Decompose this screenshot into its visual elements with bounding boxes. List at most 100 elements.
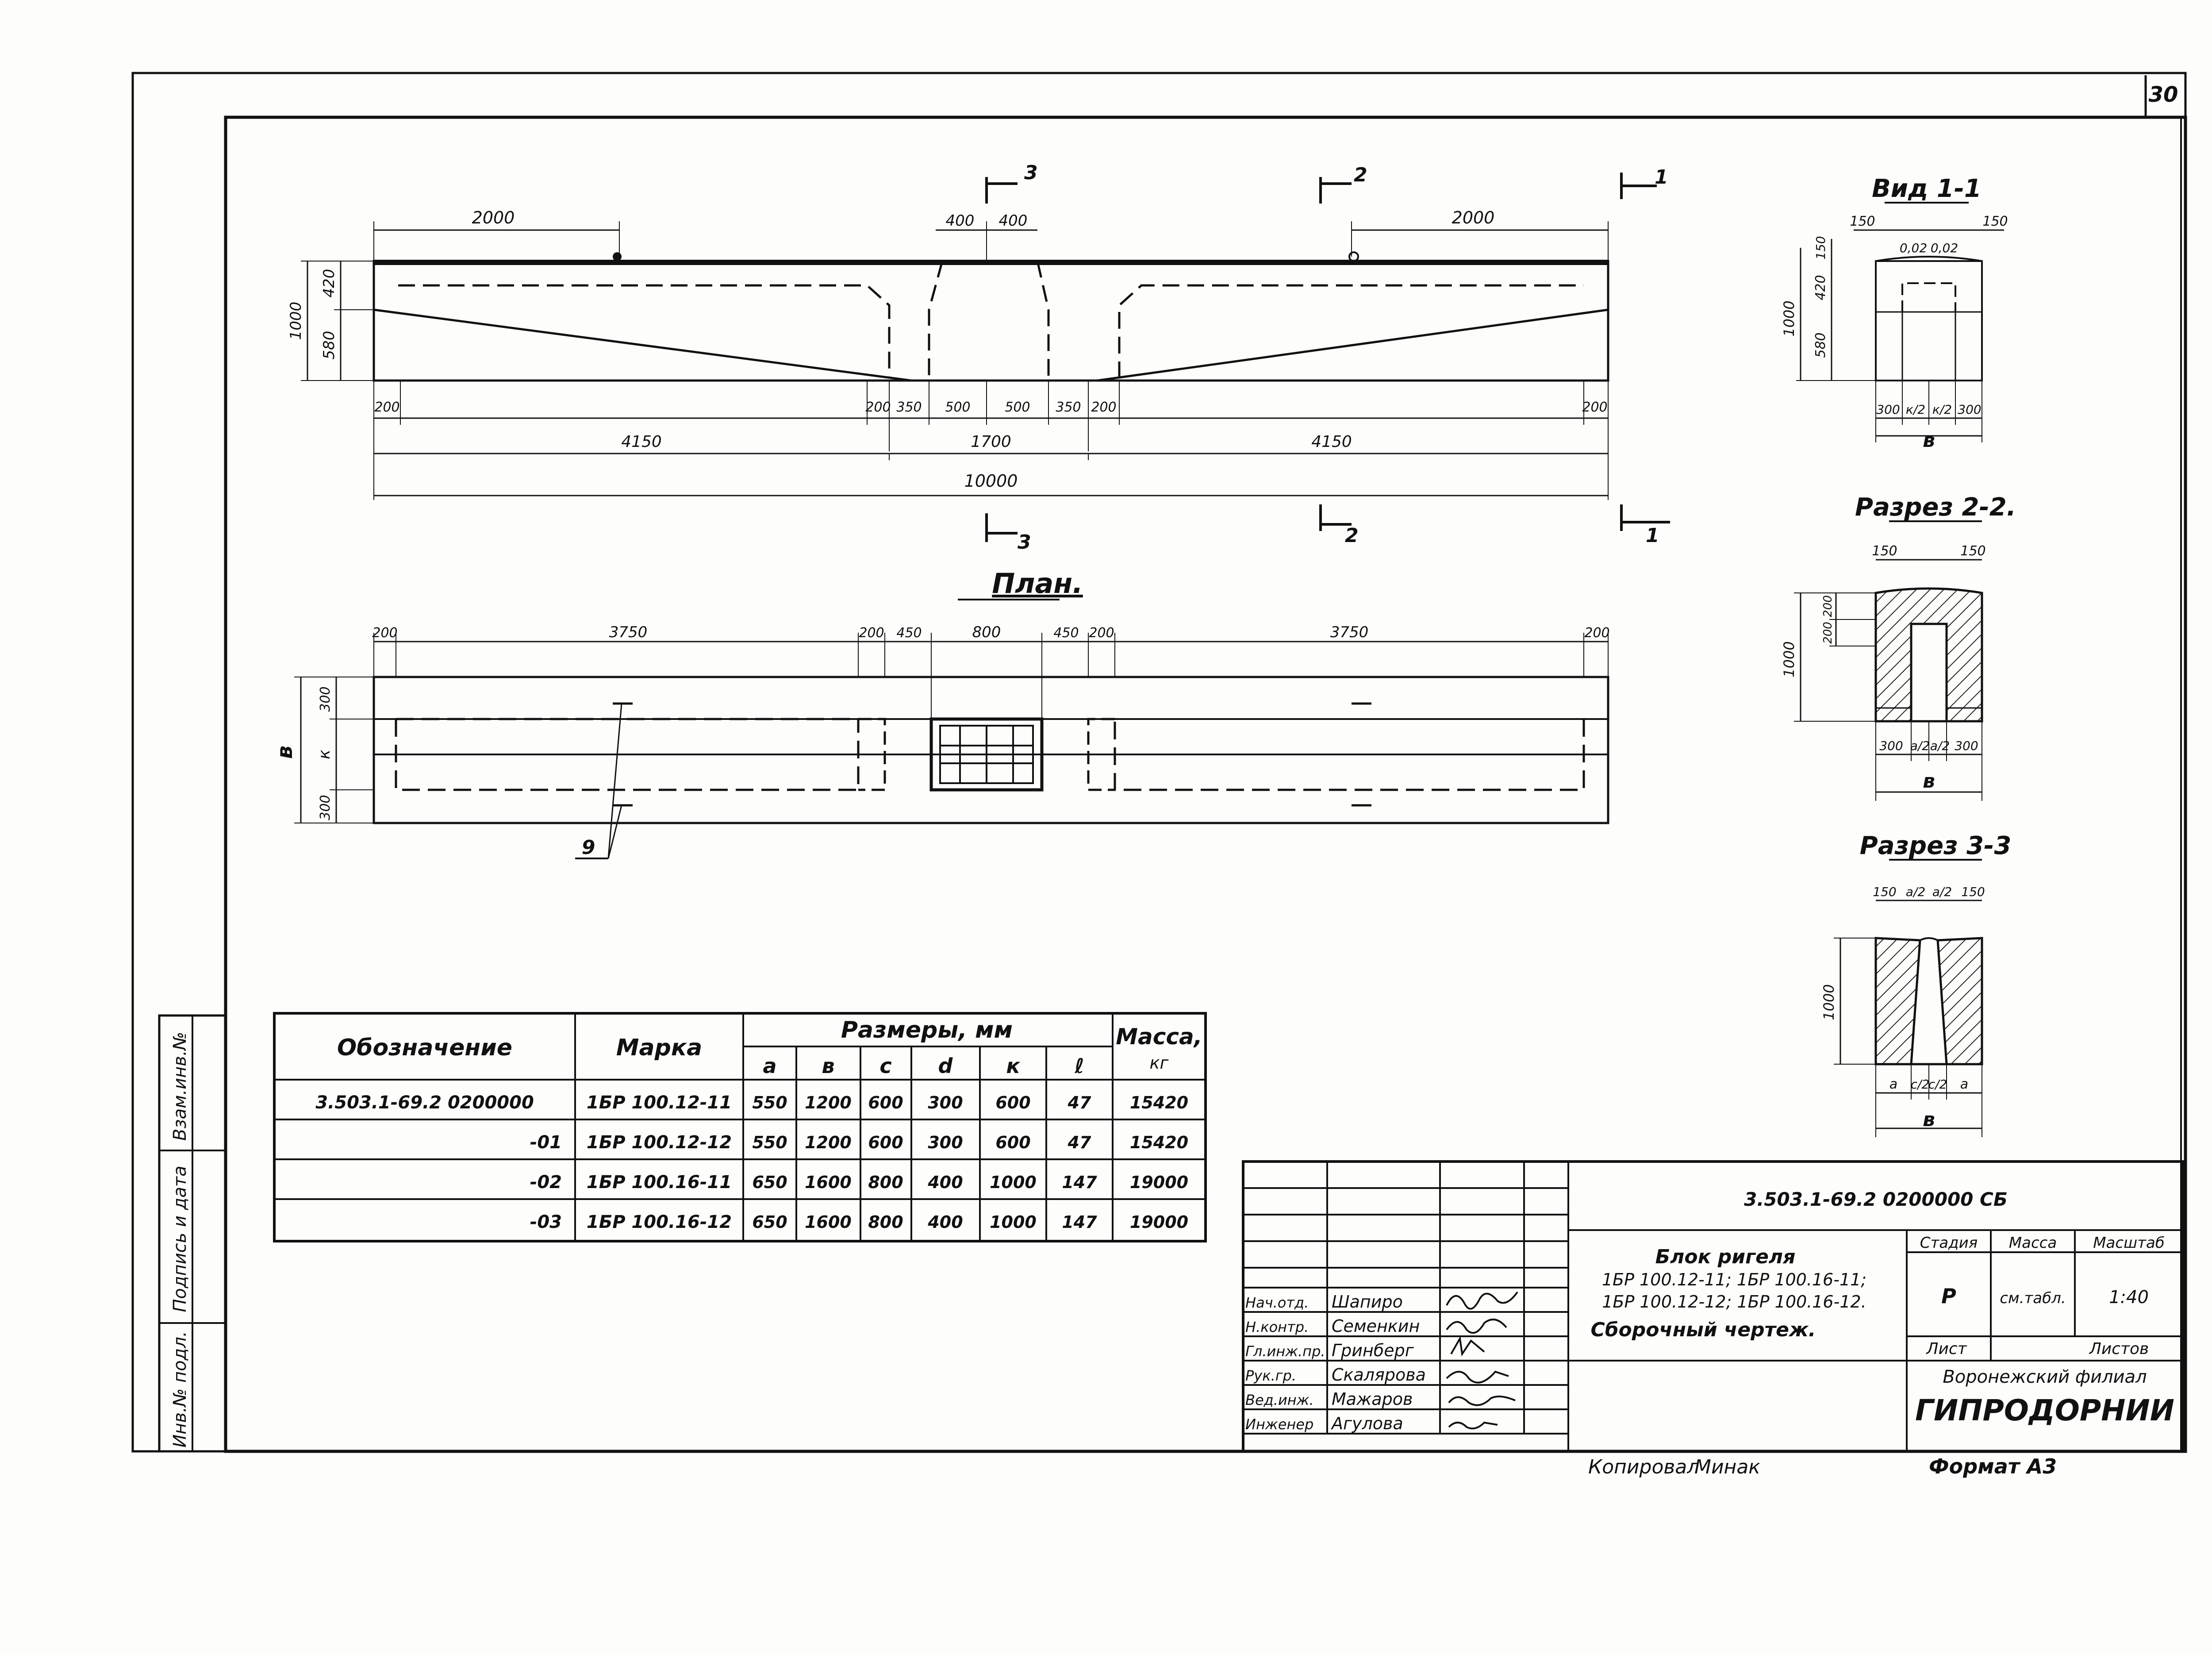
table-row: 3.503.1-69.2 0200000 1БР 100.12-11 550 1…: [315, 1092, 1188, 1113]
sheets-label: Листов: [2089, 1340, 2149, 1358]
cell-a: 650: [752, 1212, 787, 1232]
view11-dim-top-0: 150: [1850, 214, 1875, 229]
cell-k: 1000: [990, 1173, 1037, 1192]
view11-dim-top-2: 0,02: [1931, 241, 1958, 255]
plan-dim-3: 450: [896, 625, 922, 641]
elevation-view: 2000 2000 400 400 1000 420 580 200 4150 …: [287, 162, 1670, 554]
title-block: 3.503.1-69.2 0200000 СБ Блок ригеля 1БР …: [1242, 1160, 2185, 1478]
dim-height-top: 420: [320, 269, 338, 298]
cell-mass: 15420: [1130, 1093, 1188, 1112]
role-name: Семенкин: [1332, 1316, 1420, 1336]
sec22-dim-left-0: 1000: [1781, 641, 1797, 677]
sheet-number: 30: [2149, 82, 2178, 107]
th-col-l: ℓ: [1074, 1054, 1084, 1078]
plan-title: План.: [992, 567, 1083, 600]
cell-l: 147: [1062, 1212, 1097, 1232]
th-designation: Обозначение: [337, 1035, 512, 1061]
list-item: Рук.гр. Скалярова: [1245, 1365, 1426, 1385]
dim-center-b: 400: [999, 212, 1028, 230]
copied-name: Минак: [1694, 1456, 1760, 1478]
sec22-bottom-label: в: [1923, 770, 1935, 792]
role-name: Гринберг: [1332, 1341, 1414, 1360]
role-name: Шапиро: [1332, 1292, 1403, 1312]
sec22-dim-top-1: 150: [1960, 543, 1985, 559]
name-line-3: Сборочный чертеж.: [1591, 1319, 1816, 1341]
sec33-dim-bot-1: с/2: [1911, 1077, 1930, 1092]
plan-side-dim-0: 300: [318, 686, 333, 712]
dim-top-left: 2000: [472, 208, 515, 227]
signatures: [1446, 1291, 1518, 1430]
section-mark-3-top: 3: [1024, 162, 1038, 184]
th-col-d: d: [938, 1054, 953, 1078]
sec33-dim-top-1: а/2: [1906, 885, 1925, 899]
view-1-1: Вид 1-1 150 0,02 0,02 150 1000 150 420 5…: [1781, 174, 2008, 452]
spec-table: Обозначение Марка Размеры, мм Масса, кг …: [273, 1012, 1207, 1242]
th-col-b: в: [822, 1054, 834, 1078]
callout-9: 9: [582, 836, 595, 859]
cell-c: 600: [868, 1093, 903, 1112]
cell-designation: 3.503.1-69.2 0200000: [315, 1092, 534, 1113]
section-2-2: Разрез 2-2. 150 150 1000 200 200 300 а/2…: [1781, 493, 2016, 801]
cell-mass: 15420: [1130, 1133, 1188, 1152]
dim-height-total: 1000: [287, 302, 305, 340]
name-line-1: 1БР 100.12-11; 1БР 100.16-11;: [1602, 1270, 1866, 1289]
view11-dim-bot-2: к/2: [1932, 402, 1952, 417]
sec22-dim-left-1: 200: [1821, 595, 1835, 617]
copied-label: Копировал: [1588, 1456, 1699, 1478]
sec33-bottom-label: в: [1923, 1108, 1935, 1131]
section-3-3-title: Разрез 3-3: [1860, 831, 2012, 860]
scale-value: 1:40: [2109, 1287, 2149, 1308]
cell-mark: 1БР 100.16-12: [587, 1212, 732, 1232]
section-mark-2-bottom: 2: [1345, 524, 1359, 547]
cell-designation: -03: [530, 1212, 562, 1232]
sec33-dim-left-0: 1000: [1820, 984, 1837, 1020]
plan-dim-0: 200: [372, 625, 397, 641]
plan-dim-2: 200: [859, 625, 884, 641]
dim-center-a: 400: [946, 212, 975, 230]
stamp-replacement-inv: Взам.инв.№: [170, 1032, 190, 1141]
role-label: Гл.инж.пр.: [1245, 1343, 1325, 1360]
plan-dim-5: 450: [1053, 625, 1079, 641]
cell-a: 650: [752, 1173, 787, 1192]
th-col-a: а: [763, 1054, 776, 1078]
list-item: Инженер Агулова: [1245, 1414, 1403, 1433]
cell-k: 1000: [990, 1212, 1037, 1232]
cell-d: 300: [928, 1093, 963, 1112]
th-mass: Масса,: [1116, 1024, 1202, 1050]
table-row: -02 1БР 100.16-11 650 1600 800 400 1000 …: [530, 1172, 1188, 1192]
plan-dim-8: 200: [1584, 625, 1609, 641]
dim-bottom-2: 200: [865, 400, 891, 415]
dim-bottom-7: 200: [1091, 400, 1116, 415]
view11-dim-top-3: 150: [1982, 214, 2008, 229]
view-1-1-title: Вид 1-1: [1872, 174, 1982, 203]
dim-bottom-8: 4150: [1311, 433, 1352, 451]
plan-side-dim-1: к: [315, 750, 334, 759]
dim-bottom-6: 350: [1056, 400, 1081, 415]
sec22-dim-bot-2: а/2: [1930, 739, 1950, 753]
view11-dim-left-1: 150: [1813, 236, 1828, 259]
dim-bottom-0: 200: [374, 400, 399, 415]
cell-b: 1200: [805, 1133, 852, 1152]
role-name: Агулова: [1330, 1414, 1403, 1433]
th-mass-unit: кг: [1150, 1053, 1169, 1073]
plan-dim-7: 3750: [1330, 623, 1369, 641]
cell-k: 600: [995, 1133, 1030, 1152]
sec33-dim-bot-3: а: [1960, 1077, 1968, 1092]
dim-bottom-3: 350: [896, 400, 922, 415]
plan-dim-1: 3750: [609, 623, 648, 641]
view11-dim-bot-0: 300: [1876, 402, 1900, 417]
dim-bottom-9: 200: [1582, 400, 1607, 415]
cell-mark: 1БР 100.12-12: [587, 1132, 732, 1153]
section-mark-3-bottom: 3: [1018, 531, 1031, 554]
sec22-dim-bot-1: а/2: [1910, 739, 1930, 753]
sheet-frame: 30: [131, 72, 2187, 1453]
cell-a: 550: [752, 1093, 787, 1112]
view11-dim-top-1: 0,02: [1900, 241, 1927, 255]
cell-mark: 1БР 100.12-11: [587, 1092, 732, 1113]
cell-b: 1200: [805, 1093, 852, 1112]
dim-1700: 1700: [971, 433, 1011, 451]
cell-c: 800: [868, 1212, 903, 1232]
role-label: Рук.гр.: [1245, 1367, 1296, 1384]
